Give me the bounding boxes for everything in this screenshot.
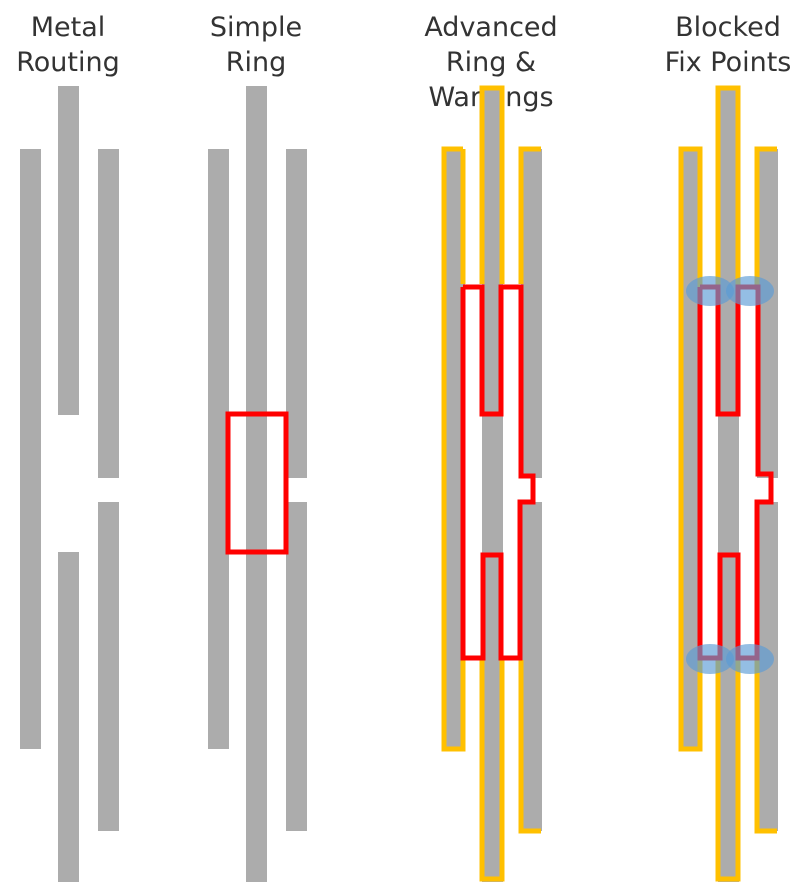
warning-outline — [678, 146, 703, 752]
metal-track — [444, 149, 465, 749]
metal-track — [521, 502, 542, 831]
panel-title-simple-ring: Simple Ring — [209, 12, 303, 78]
warning-outline — [479, 660, 505, 882]
panel-blocked-fix-points — [678, 85, 778, 882]
warning-outline — [518, 660, 541, 834]
metal-track — [98, 502, 119, 831]
blocked-ring-outline — [697, 284, 774, 661]
metal-track — [757, 149, 778, 478]
simple-ring-outline — [225, 411, 289, 555]
panel-metal-routing — [20, 86, 119, 882]
panel-advanced-ring — [441, 85, 542, 882]
metal-track — [20, 149, 41, 749]
fix-point-marker — [686, 276, 734, 306]
warning-outline — [518, 146, 541, 284]
metal-track — [246, 86, 267, 882]
warning-outline — [715, 660, 741, 882]
metal-track — [521, 149, 542, 478]
metal-track — [286, 149, 307, 478]
warning-outline — [715, 85, 741, 290]
metal-track — [482, 86, 503, 882]
metal-track — [286, 502, 307, 831]
warning-outline — [479, 85, 505, 284]
fix-point-marker — [726, 644, 774, 674]
advanced-ring-outline — [460, 284, 536, 661]
warning-outline — [441, 146, 466, 752]
warning-outline — [754, 660, 777, 834]
panel-title-metal-routing: Metal Routing — [16, 12, 120, 78]
metal-track — [208, 149, 229, 749]
panel-title-blocked-fix-points: Blocked Fix Points — [664, 12, 792, 78]
panel-simple-ring — [208, 86, 307, 882]
fix-point-marker — [726, 276, 774, 306]
fix-point-marker — [686, 644, 734, 674]
warning-outline — [754, 146, 777, 290]
metal-track — [98, 149, 119, 478]
metal-track — [58, 86, 79, 415]
metal-track — [58, 552, 79, 882]
